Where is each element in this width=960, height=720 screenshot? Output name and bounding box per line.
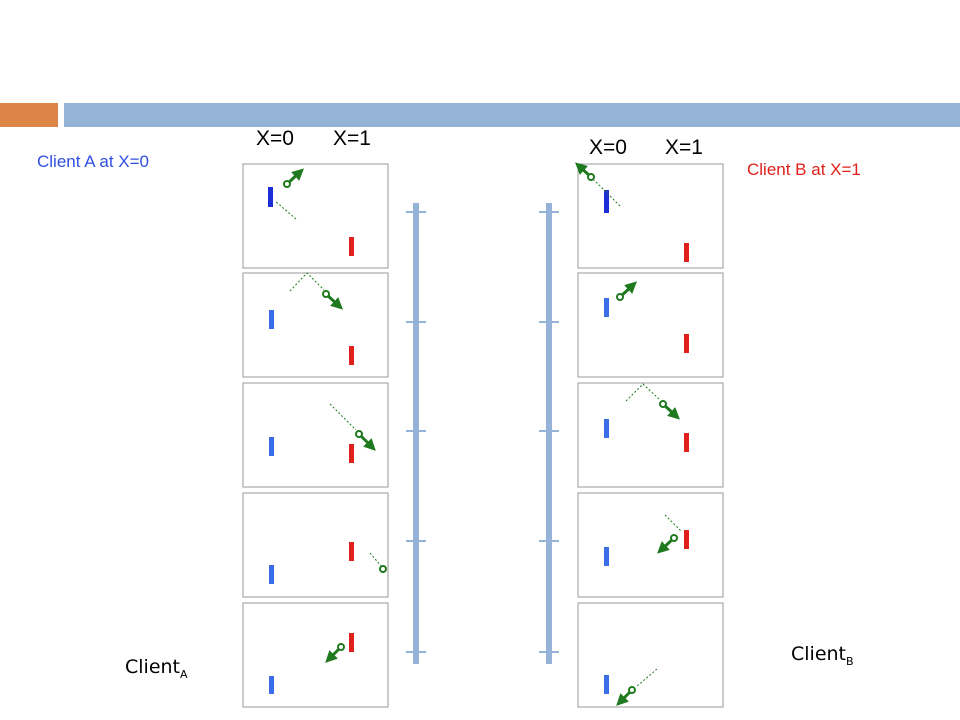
paddle-b <box>349 633 354 652</box>
frame-border <box>242 602 389 708</box>
paddle-a <box>269 310 274 329</box>
client-a-frame <box>242 272 389 378</box>
ball-trail <box>274 200 297 220</box>
client-a-frame <box>242 492 389 598</box>
client-b-frame <box>577 382 724 488</box>
client-a-x0-label: X=0 <box>256 127 294 150</box>
paddle-a <box>604 675 609 694</box>
ball <box>616 293 624 301</box>
frame-border <box>577 272 724 378</box>
frame-border <box>242 272 389 378</box>
frame-border <box>577 382 724 488</box>
ball <box>283 180 291 188</box>
client-a-frames <box>242 163 389 708</box>
client-b-x0-label: X=0 <box>589 136 627 159</box>
paddle-a <box>604 298 609 317</box>
client-a-frame <box>242 163 389 269</box>
paddle-b <box>349 237 354 256</box>
client-a-frame <box>242 602 389 708</box>
timeline-a <box>406 203 426 664</box>
client-b-name-sub: B <box>846 654 854 668</box>
client-b-name-main: Client <box>791 643 847 665</box>
ball <box>628 686 636 694</box>
client-b-frames <box>575 162 724 708</box>
client-b-frame <box>577 272 724 378</box>
frame-border <box>242 163 389 269</box>
client-a-name-main: Client <box>125 656 181 678</box>
accent-bar <box>0 103 58 127</box>
client-a-name-sub: A <box>180 667 188 681</box>
paddle-a <box>604 547 609 566</box>
title-bar <box>64 103 960 127</box>
paddle-b <box>349 444 354 463</box>
paddle-a <box>269 437 274 456</box>
paddle-b <box>684 334 689 353</box>
paddle-b <box>349 346 354 365</box>
frame-border <box>577 602 724 708</box>
client-b-name: ClientB <box>791 643 854 668</box>
paddle-a-highlighted <box>268 187 273 207</box>
ball <box>322 290 330 298</box>
paddle-b <box>684 243 689 262</box>
ball-trail <box>635 668 658 688</box>
client-b-frame <box>577 602 724 708</box>
paddle-b <box>684 530 689 549</box>
paddle-b <box>349 542 354 561</box>
paddle-b <box>684 433 689 452</box>
frame-border <box>242 492 389 598</box>
paddle-a <box>269 676 274 694</box>
ball <box>670 534 678 542</box>
paddle-a-highlighted <box>604 190 609 213</box>
ball-trail <box>664 514 683 533</box>
ball-trail <box>289 272 325 292</box>
client-a-name: ClientA <box>125 656 188 681</box>
client-a-caption: Client A at X=0 <box>37 152 149 171</box>
client-b-frame <box>577 492 724 598</box>
client-b-caption: Client B at X=1 <box>747 160 861 179</box>
ball <box>659 400 667 408</box>
client-a-x1-label: X=1 <box>333 127 371 150</box>
ball <box>355 430 363 438</box>
timeline-b <box>539 203 559 664</box>
ball <box>337 643 345 651</box>
ball-trail <box>369 552 382 567</box>
ball-trail <box>625 383 661 402</box>
ball <box>587 173 595 181</box>
client-b-frame <box>575 162 724 269</box>
frame-border <box>242 382 389 488</box>
client-b-x1-label: X=1 <box>665 136 703 159</box>
client-a-frame <box>242 382 389 488</box>
paddle-a <box>604 419 609 438</box>
frame-border <box>577 163 724 269</box>
ball <box>379 565 387 573</box>
paddle-a <box>269 565 274 584</box>
frame-border <box>577 492 724 598</box>
